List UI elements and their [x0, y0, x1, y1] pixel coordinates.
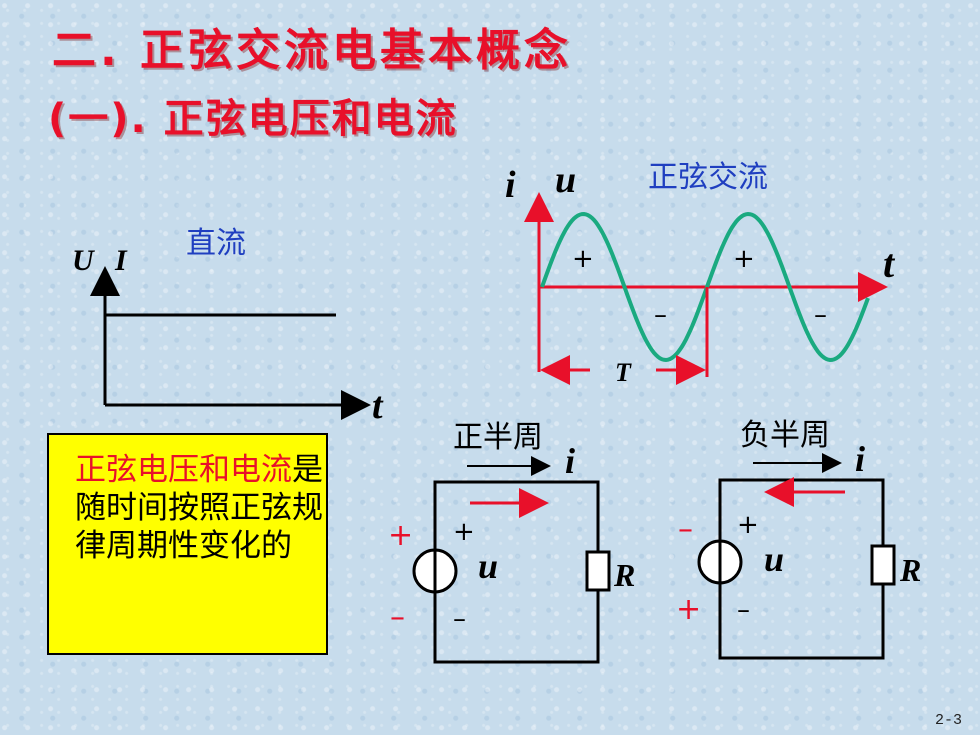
ac-negative-sign-1: – — [654, 300, 667, 330]
inner-plus-sign: + — [453, 517, 475, 547]
resistor-label: R — [614, 557, 636, 593]
ac-axis-x-label: t — [883, 241, 895, 286]
inner-plus-sign: + — [737, 510, 759, 540]
positive-half-label: 正半周 — [453, 420, 543, 455]
inner-minus-sign: – — [737, 595, 750, 625]
dc-axis-x-label: t — [372, 385, 383, 427]
dc-axis-y-label: U — [72, 244, 94, 277]
note-red-text-1: 正弦电压和电 — [75, 452, 261, 488]
source-label: u — [764, 539, 785, 579]
resistor-symbol — [870, 544, 896, 586]
outer-minus-sign: – — [390, 600, 405, 635]
dc-axis-y2-label: I — [115, 244, 127, 277]
outer-plus-sign: + — [388, 518, 414, 553]
ac-negative-sign-2: – — [814, 300, 827, 330]
page-number: 2-3 — [934, 712, 962, 729]
period-label: T — [615, 358, 631, 387]
source-label: u — [478, 546, 499, 586]
definition-note-box: 正弦电压和电流是随时间按照正弦规律周期性变化的 — [47, 433, 328, 655]
ac-axis-y2-label: u — [555, 159, 577, 201]
ac-positive-sign-1: + — [572, 244, 594, 274]
sine-wave — [540, 211, 870, 363]
resistor-label: R — [900, 552, 922, 588]
slide-title: 二. 正弦交流电基本概念 — [52, 25, 573, 76]
circuit-positive-loop — [433, 480, 600, 664]
resistor-symbol — [585, 550, 611, 592]
outer-plus-sign: + — [676, 592, 702, 627]
ac-axis-y-label: i — [505, 164, 516, 206]
dc-label: 直流 — [186, 226, 246, 261]
ac-positive-sign-2: + — [733, 244, 755, 274]
note-black-text: 是随时间按照正弦规律周期性变化的 — [75, 452, 323, 564]
circuit-positive — [412, 456, 611, 664]
slide-subtitle: (一). 正弦电压和电流 — [48, 96, 458, 142]
ac-graph — [524, 192, 888, 385]
inner-minus-sign: – — [453, 604, 466, 634]
dc-graph — [90, 266, 371, 420]
current-label: i — [565, 441, 576, 481]
circuit-negative-loop — [718, 478, 885, 660]
current-label: i — [855, 439, 866, 479]
outer-minus-sign: – — [678, 512, 693, 547]
note-red-text-2: 流 — [261, 452, 292, 488]
ac-label: 正弦交流 — [648, 160, 768, 195]
circuit-negative — [697, 453, 896, 660]
negative-half-label: 负半周 — [740, 418, 830, 453]
